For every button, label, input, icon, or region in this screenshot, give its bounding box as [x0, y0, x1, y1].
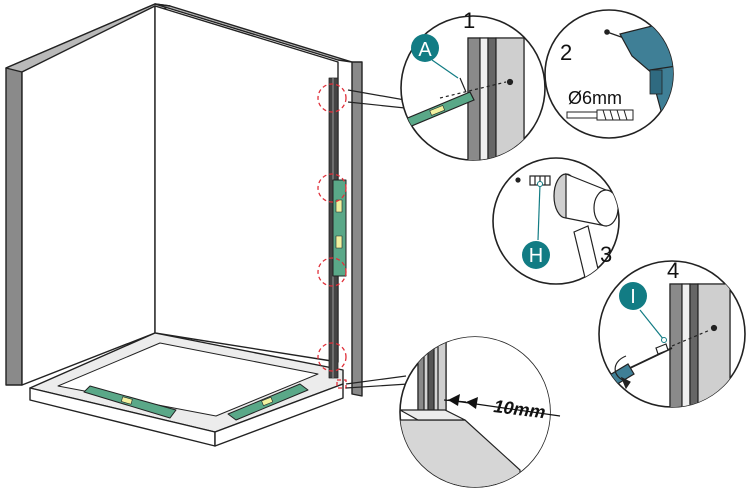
- part-h-badge: H: [522, 241, 550, 269]
- drill-bit-icon: [566, 109, 634, 121]
- enclosure-scene: [5, 3, 363, 447]
- gap-dimension: [443, 394, 561, 417]
- step2-detail: 2 Ø6mm: [544, 9, 674, 139]
- shower-tray-side: [214, 383, 344, 447]
- callout-connectors: [345, 89, 409, 389]
- drill-size-label: Ø6mm: [568, 88, 622, 108]
- drill-point-markers: [317, 83, 347, 389]
- left-wall-face: [21, 5, 156, 386]
- spirit-level-icon: [332, 179, 347, 277]
- step4-number: 4: [667, 258, 679, 283]
- right-wall-edge: [351, 61, 363, 397]
- part-h-label: H: [529, 245, 543, 267]
- step3-number: 3: [600, 242, 612, 267]
- step3-detail: H 3: [492, 157, 620, 285]
- back-wall-face: [154, 5, 339, 363]
- step1-number: 1: [463, 8, 475, 33]
- spirit-level-icon: [227, 383, 309, 421]
- part-a-label: A: [418, 39, 432, 61]
- step2-number: 2: [560, 40, 572, 65]
- step1-detail: 1 A: [400, 8, 546, 161]
- gap-detail: 10mm: [399, 336, 561, 488]
- part-i-badge: I: [619, 282, 647, 310]
- step4-detail: I 4: [598, 258, 746, 408]
- spirit-level-icon: [83, 385, 177, 419]
- part-i-label: I: [630, 286, 636, 308]
- part-a-badge: A: [411, 34, 459, 79]
